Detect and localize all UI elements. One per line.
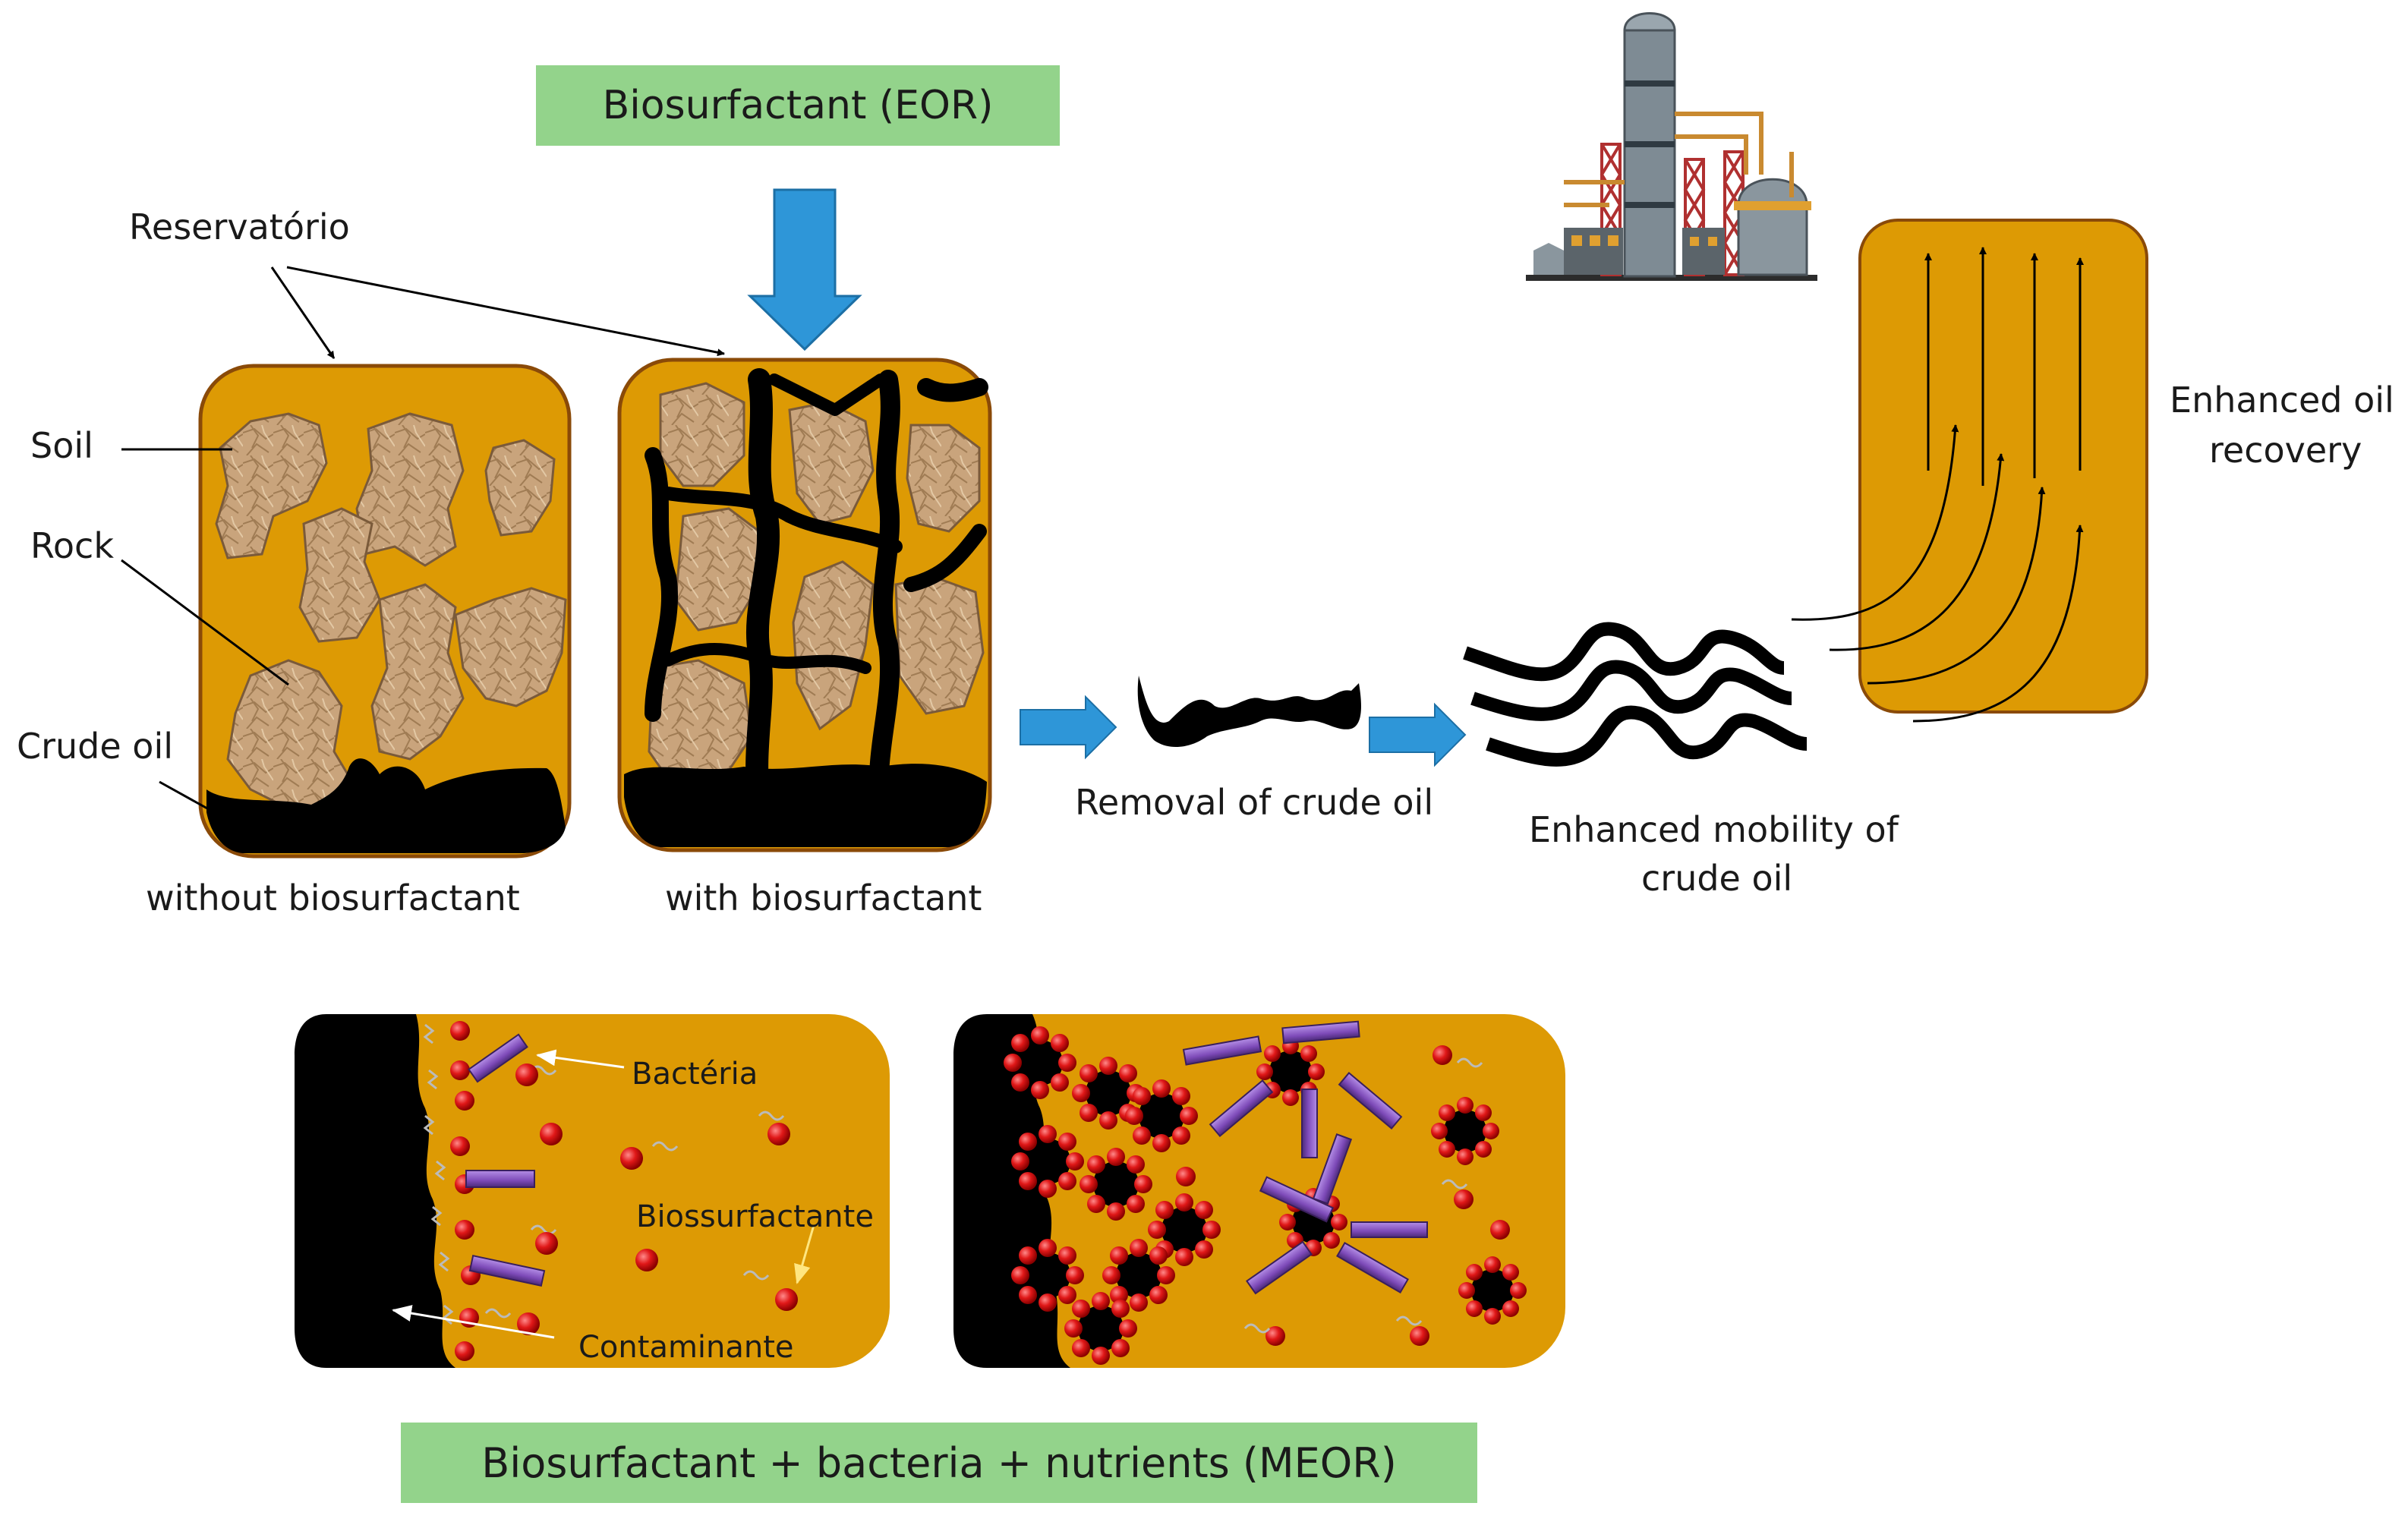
label-pointers	[121, 448, 289, 821]
eor-down-arrow	[747, 188, 862, 351]
caption-removal: Removal of crude oil	[1075, 782, 1434, 823]
reservatorio-pointers	[270, 266, 725, 359]
eor-banner: Biosurfactant (EOR)	[536, 65, 1060, 146]
legend-contaminant: Contaminante	[578, 1330, 794, 1365]
meor-panel-right	[953, 1014, 1565, 1368]
caption-with-biosurfactant: with biosurfactant	[665, 878, 982, 918]
recovery-column	[1791, 219, 2148, 723]
label-soil: Soil	[30, 425, 93, 466]
removed-oil-blob	[1137, 676, 1361, 748]
legend-pointers	[392, 1049, 625, 1339]
bacteria	[1182, 1020, 1428, 1295]
caption-without-biosurfactant: without biosurfactant	[146, 878, 520, 918]
caption-recovery-2: recovery	[2209, 430, 2362, 471]
surfactant-tails	[1243, 1057, 1483, 1334]
label-rock: Rock	[30, 525, 114, 566]
reservoir-without-biosurfactant	[198, 364, 572, 859]
caption-recovery-1: Enhanced oil	[2170, 380, 2394, 421]
crude-oil-pool	[624, 764, 987, 847]
label-reservatorio: Reservatório	[129, 206, 350, 247]
crude-oil-pool	[206, 758, 566, 853]
caption-mobility-2: crude oil	[1641, 858, 1793, 899]
label-crude-oil: Crude oil	[17, 726, 174, 767]
refinery-icon	[1526, 12, 1817, 281]
surfactant-tails	[423, 1023, 785, 1325]
legend-bacteria: Bactéria	[632, 1057, 758, 1092]
meor-banner: Biosurfactant + bacteria + nutrients (ME…	[401, 1423, 1477, 1503]
mobile-oil-strands	[1463, 622, 1808, 767]
oil-channels	[645, 368, 988, 816]
reservoir-with-biosurfactant	[617, 358, 992, 852]
biosurfactant-pointer	[794, 1224, 815, 1284]
rock-particles	[215, 412, 567, 814]
biosurfactant-molecules	[1176, 1045, 1510, 1346]
micelles	[1004, 1026, 1527, 1365]
process-arrow-2	[1369, 702, 1467, 767]
rock-particles	[648, 382, 985, 791]
legend-biosurfactant: Biossurfactante	[636, 1199, 874, 1234]
caption-mobility-1: Enhanced mobility of	[1529, 809, 1899, 850]
bacteria	[465, 1033, 546, 1287]
meor-panel-left	[295, 1014, 890, 1368]
process-arrow-1	[1020, 695, 1117, 760]
